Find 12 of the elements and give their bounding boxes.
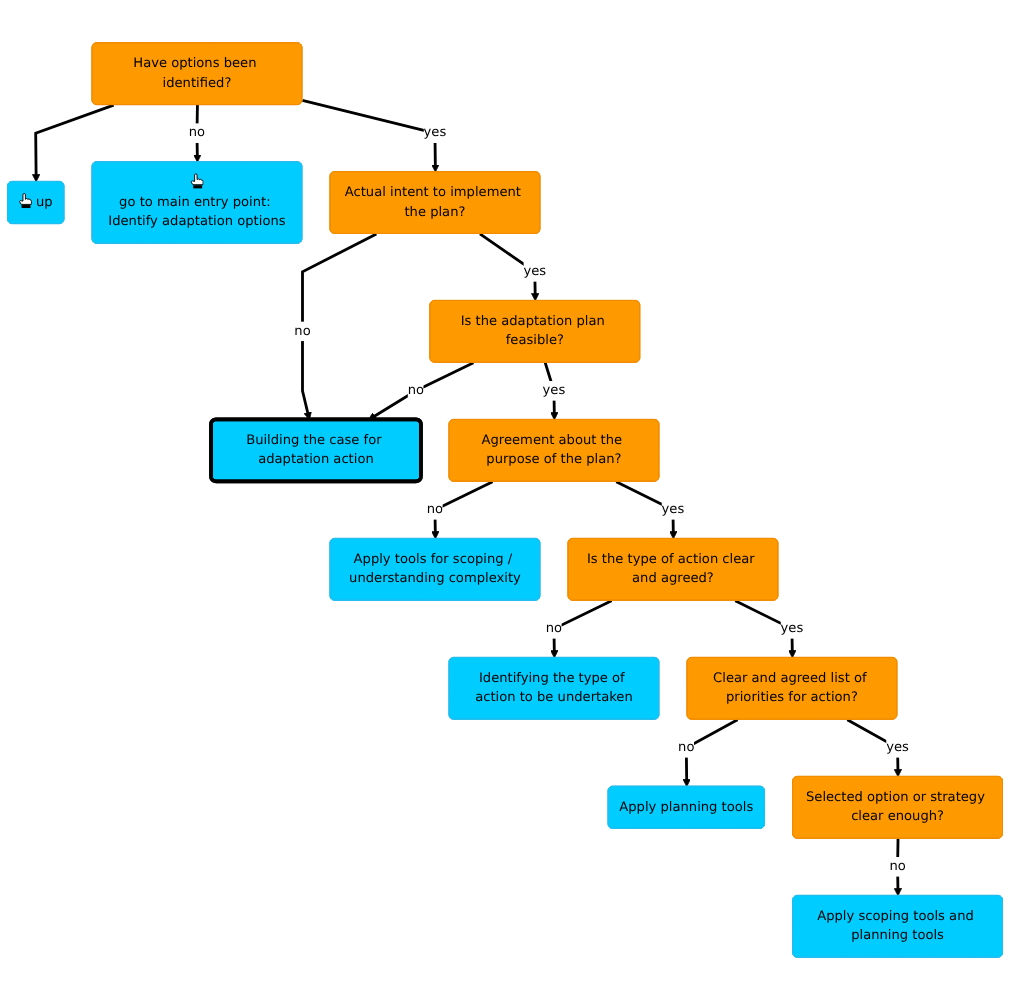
arrow bbox=[615, 480, 678, 540]
arrow bbox=[193, 105, 202, 163]
arrow bbox=[367, 361, 475, 421]
arrow bbox=[550, 599, 613, 659]
arrow bbox=[682, 718, 739, 788]
arrow bbox=[479, 232, 540, 302]
arrow bbox=[32, 103, 115, 183]
arrow bbox=[734, 599, 797, 659]
arrow bbox=[893, 838, 903, 897]
arrow bbox=[302, 99, 440, 173]
arrow bbox=[301, 232, 377, 421]
arrow bbox=[431, 480, 494, 540]
